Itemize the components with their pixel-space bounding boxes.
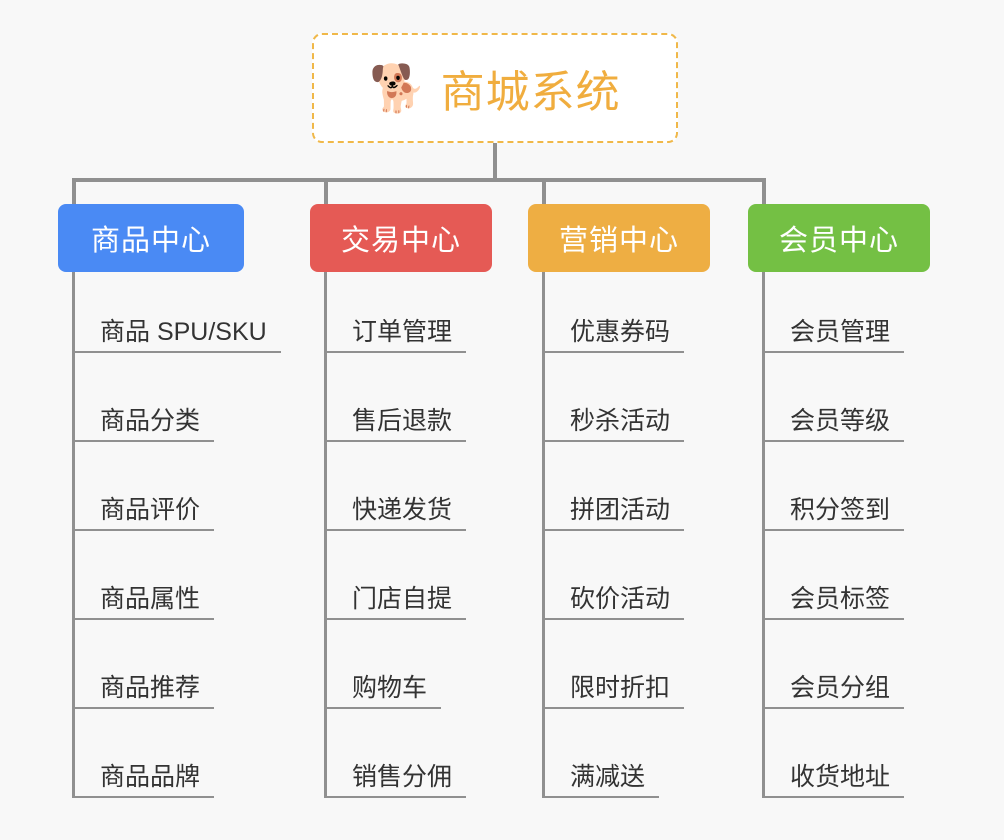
branch-header-label: 商品中心 xyxy=(90,225,211,257)
branch-header-2[interactable]: 交易中心 xyxy=(310,204,492,272)
leaf-item-label: 订单管理 xyxy=(352,318,453,347)
branch-spine-4 xyxy=(762,272,765,798)
leaf-item-underline: 购物车 xyxy=(324,674,442,709)
shiba-dog-face-icon: 🐕 xyxy=(369,62,427,114)
leaf-item-underline: 优惠券码 xyxy=(542,318,685,353)
leaf-item-label: 快递发货 xyxy=(352,496,453,525)
leaf-item-underline: 会员等级 xyxy=(762,407,905,442)
leaf-item-underline: 售后退款 xyxy=(324,407,467,442)
branch-column-1: 商品中心商品 SPU/SKU 商品分类商品评价商品属性商品推荐商品品牌 xyxy=(58,204,281,798)
leaf-item-underline: 秒杀活动 xyxy=(542,407,685,442)
leaf-item-label: 秒杀活动 xyxy=(570,407,671,436)
branch-drop-connector-2 xyxy=(542,178,546,204)
leaf-item-label: 会员等级 xyxy=(790,407,891,436)
branch-drop-connector-3 xyxy=(762,178,766,204)
leaf-item-underline: 会员管理 xyxy=(762,318,905,353)
leaf-item-label: 收货地址 xyxy=(790,763,891,792)
leaf-item-underline: 会员分组 xyxy=(762,674,905,709)
root-title: 商城系统 xyxy=(440,68,621,117)
branch-column-3: 营销中心优惠券码秒杀活动拼团活动砍价活动限时折扣满减送 xyxy=(528,204,710,798)
leaf-item-label: 购物车 xyxy=(352,674,428,703)
branch-header-3[interactable]: 营销中心 xyxy=(528,204,710,272)
root-stem-connector xyxy=(493,143,497,182)
leaf-item-label: 销售分佣 xyxy=(352,763,453,792)
branch-header-label: 会员中心 xyxy=(778,225,899,257)
branch-spine-3 xyxy=(542,272,545,798)
leaf-item-underline: 快递发货 xyxy=(324,496,467,531)
leaf-item-label: 商品品牌 xyxy=(100,763,201,792)
leaf-item-label: 门店自提 xyxy=(352,585,453,614)
leaf-item-label: 商品属性 xyxy=(100,585,201,614)
leaf-item-label: 积分签到 xyxy=(790,496,891,525)
leaf-item-underline: 满减送 xyxy=(542,763,660,798)
leaf-item-underline: 拼团活动 xyxy=(542,496,685,531)
leaf-item-label: 商品 SPU/SKU xyxy=(100,318,267,347)
leaf-item-underline: 订单管理 xyxy=(324,318,467,353)
leaf-item-label: 商品评价 xyxy=(100,496,201,525)
branch-drop-connector-1 xyxy=(324,178,328,204)
leaf-item-underline: 收货地址 xyxy=(762,763,905,798)
leaf-item-label: 拼团活动 xyxy=(570,496,671,525)
leaf-item-underline: 商品 SPU/SKU xyxy=(72,318,281,353)
leaf-item-label: 会员标签 xyxy=(790,585,891,614)
leaf-item-underline: 商品品牌 xyxy=(72,763,215,798)
leaf-item-underline: 商品分类 xyxy=(72,407,215,442)
leaf-item-underline: 限时折扣 xyxy=(542,674,685,709)
branch-spine-2 xyxy=(324,272,327,798)
leaf-item-label: 满减送 xyxy=(570,763,646,792)
leaf-item-underline: 商品推荐 xyxy=(72,674,215,709)
leaf-item-label: 商品分类 xyxy=(100,407,201,436)
horizontal-bus-connector xyxy=(74,178,764,182)
leaf-item-underline: 砍价活动 xyxy=(542,585,685,620)
root-node[interactable]: 🐕 商城系统 xyxy=(312,33,678,143)
branch-header-label: 交易中心 xyxy=(340,225,461,257)
leaf-item-label: 砍价活动 xyxy=(570,585,671,614)
leaf-item-label: 限时折扣 xyxy=(570,674,671,703)
branch-spine-1 xyxy=(72,272,75,798)
branch-column-4: 会员中心会员管理会员等级积分签到会员标签会员分组收货地址 xyxy=(748,204,930,798)
leaf-item-underline: 积分签到 xyxy=(762,496,905,531)
leaf-item-underline: 商品评价 xyxy=(72,496,215,531)
leaf-item-underline: 会员标签 xyxy=(762,585,905,620)
branch-header-label: 营销中心 xyxy=(558,225,679,257)
leaf-item-label: 商品推荐 xyxy=(100,674,201,703)
leaf-item-underline: 商品属性 xyxy=(72,585,215,620)
branch-drop-connector-0 xyxy=(72,178,76,204)
branch-header-1[interactable]: 商品中心 xyxy=(58,204,244,272)
leaf-item-underline: 门店自提 xyxy=(324,585,467,620)
leaf-item-label: 优惠券码 xyxy=(570,318,671,347)
leaf-item-label: 会员管理 xyxy=(790,318,891,347)
branch-header-4[interactable]: 会员中心 xyxy=(748,204,930,272)
leaf-item-label: 会员分组 xyxy=(790,674,891,703)
branch-column-2: 交易中心订单管理售后退款快递发货门店自提购物车销售分佣 xyxy=(310,204,492,798)
leaf-item-label: 售后退款 xyxy=(352,407,453,436)
leaf-item-underline: 销售分佣 xyxy=(324,763,467,798)
